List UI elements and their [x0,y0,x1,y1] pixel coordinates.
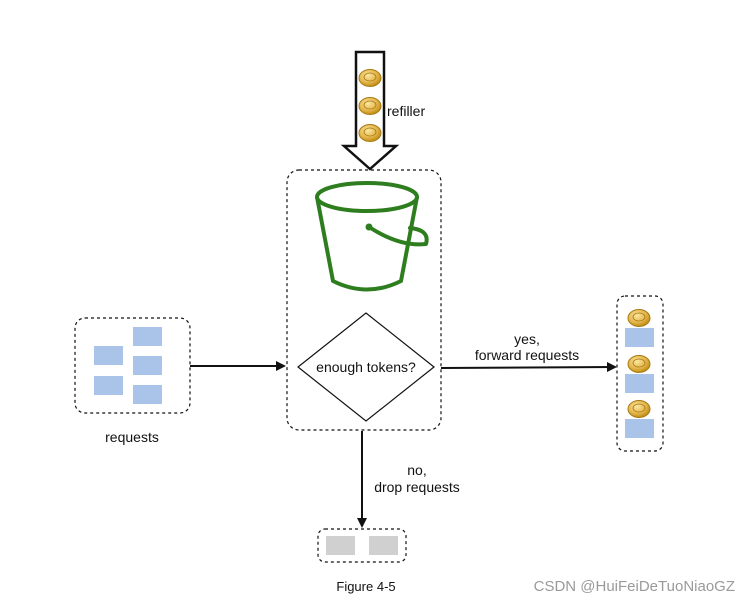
yes-label-line2: forward requests [475,347,579,363]
request-block [625,374,654,393]
coin-icon [358,69,382,87]
dropped-blocks [326,536,398,555]
request-block [133,385,162,404]
forwarded-items [625,309,654,438]
forward-arrow [440,362,617,373]
requests-label: requests [105,429,159,445]
yes-label-line1: yes, [514,331,540,347]
request-block [625,419,654,438]
no-label-line1: no, [407,462,426,478]
request-block [625,328,654,347]
forwarded-box [616,295,664,452]
figure-caption: Figure 4-5 [336,579,395,594]
request-block [133,327,162,346]
decision-label: enough tokens? [316,359,416,375]
refiller-label: refiller [387,103,425,119]
request-block [94,376,123,395]
bucket-icon [315,181,429,292]
refiller-coins [358,69,382,142]
bucket-container [286,169,442,431]
dropped-block [369,536,398,555]
request-block [133,356,162,375]
coin-icon [627,400,651,418]
request-blocks [94,327,162,404]
no-label-line2: drop requests [374,479,460,495]
dropped-box [317,528,407,563]
requests-box [74,317,191,414]
decision-diamond: enough tokens? [297,312,435,422]
request-block [94,346,123,365]
coin-icon [627,355,651,373]
coin-icon [358,97,382,115]
watermark: CSDN @HuiFeiDeTuoNiaoGZ [534,578,735,595]
dropped-block [326,536,355,555]
coin-icon [358,124,382,142]
coin-icon [627,309,651,327]
